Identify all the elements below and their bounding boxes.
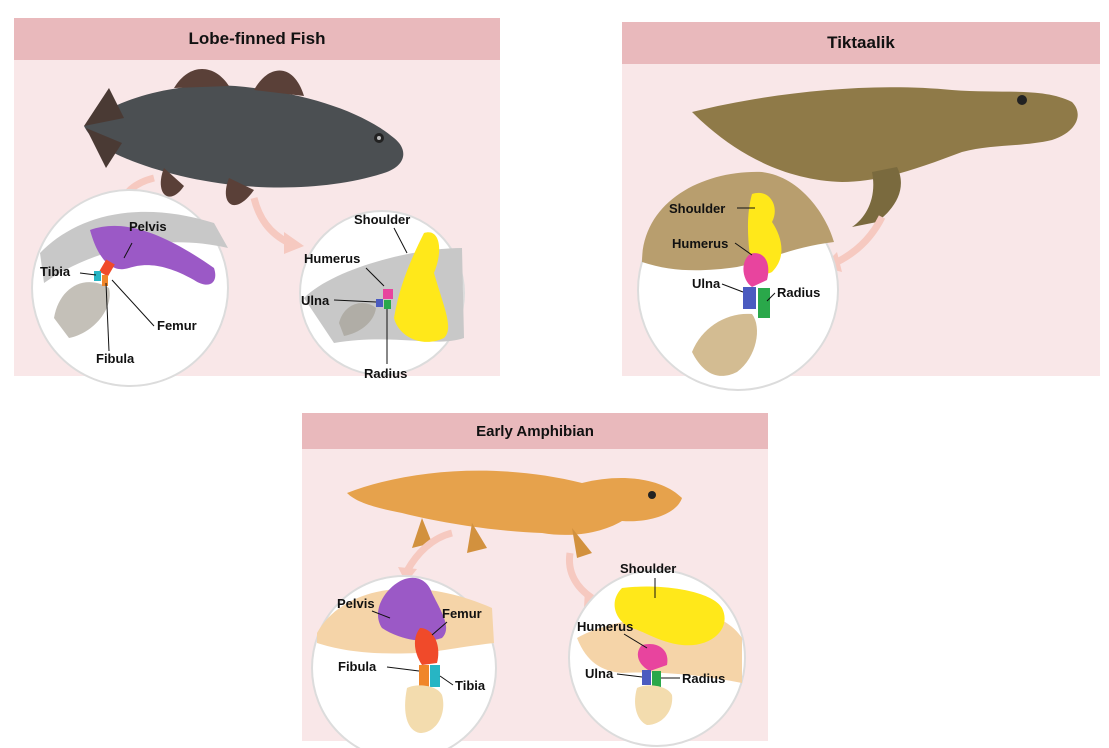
radius-bone	[652, 671, 661, 687]
femur-bone	[99, 259, 115, 277]
ulna-bone	[743, 287, 756, 309]
ulna-bone	[376, 299, 383, 307]
label-tibia: Tibia	[455, 678, 486, 693]
label-ulna: Ulna	[301, 293, 330, 308]
panel-early-amphibian: Early Amphibian Pelvis Femur Fibula Tibi…	[302, 413, 768, 748]
fish-hind-limb-circle: Pelvis Tibia Femur Fibula	[31, 189, 229, 387]
label-shoulder: Shoulder	[620, 561, 676, 576]
humerus-bone	[743, 253, 769, 287]
tibia-bone	[94, 271, 101, 281]
panel-title-tiktaalik: Tiktaalik	[622, 22, 1100, 64]
label-femur: Femur	[442, 606, 482, 621]
tiktaalik-forelimb-circle: Shoulder Humerus Ulna Radius	[637, 171, 839, 391]
humerus-bone	[637, 643, 668, 671]
tibia-bone	[430, 665, 440, 687]
label-humerus: Humerus	[672, 236, 728, 251]
femur-bone	[414, 628, 439, 665]
label-pelvis: Pelvis	[337, 596, 375, 611]
label-ulna: Ulna	[585, 666, 614, 681]
arrow-to-shoulder	[284, 232, 304, 254]
shoulder-bone	[394, 232, 449, 342]
fibula-bone	[102, 275, 108, 286]
label-tibia: Tibia	[40, 264, 71, 279]
shoulder-bone	[614, 586, 725, 646]
tiktaalik-illustration: Shoulder Humerus Ulna Radius	[637, 87, 1078, 391]
pelvis-bone	[90, 225, 216, 285]
panel-title-early-amphibian: Early Amphibian	[302, 413, 768, 449]
label-humerus: Humerus	[577, 619, 633, 634]
radius-bone	[384, 300, 391, 309]
panel-lobe-finned-fish: Lobe-finned Fish Pelvis	[14, 18, 500, 387]
label-shoulder: Shoulder	[669, 201, 725, 216]
label-ulna: Ulna	[692, 276, 721, 291]
label-radius: Radius	[364, 366, 407, 381]
fibula-bone	[419, 665, 429, 687]
pelvis-bone	[377, 577, 447, 641]
panel-tiktaalik: Tiktaalik Shoulder Humerus Ulna Radius	[622, 22, 1100, 391]
tiktaalik-creature	[692, 87, 1078, 227]
fish-illustration: Pelvis Tibia Femur Fibula Shoulder Humer…	[31, 68, 465, 387]
label-shoulder: Shoulder	[354, 212, 410, 227]
arrow-to-pelvis	[398, 567, 417, 583]
label-fibula: Fibula	[338, 659, 377, 674]
label-pelvis: Pelvis	[129, 219, 167, 234]
label-humerus: Humerus	[304, 251, 360, 266]
label-radius: Radius	[682, 671, 725, 686]
humerus-bone	[383, 289, 393, 299]
label-radius: Radius	[777, 285, 820, 300]
radius-bone	[758, 288, 770, 318]
panel-title-lobe-finned-fish: Lobe-finned Fish	[14, 18, 500, 60]
early-amphibian-creature	[347, 470, 682, 558]
label-fibula: Fibula	[96, 351, 135, 366]
coelacanth-fish	[84, 68, 404, 206]
amphibian-illustration: Pelvis Femur Fibula Tibia Shoulder Humer…	[311, 470, 746, 748]
fish-forelimb-circle: Shoulder Humerus Ulna Radius	[299, 210, 465, 381]
amphibian-forelimb-circle: Shoulder Humerus Ulna Radius	[568, 561, 746, 747]
label-femur: Femur	[157, 318, 197, 333]
amphibian-hind-limb-circle: Pelvis Femur Fibula Tibia	[311, 575, 497, 748]
ulna-bone	[642, 670, 651, 685]
